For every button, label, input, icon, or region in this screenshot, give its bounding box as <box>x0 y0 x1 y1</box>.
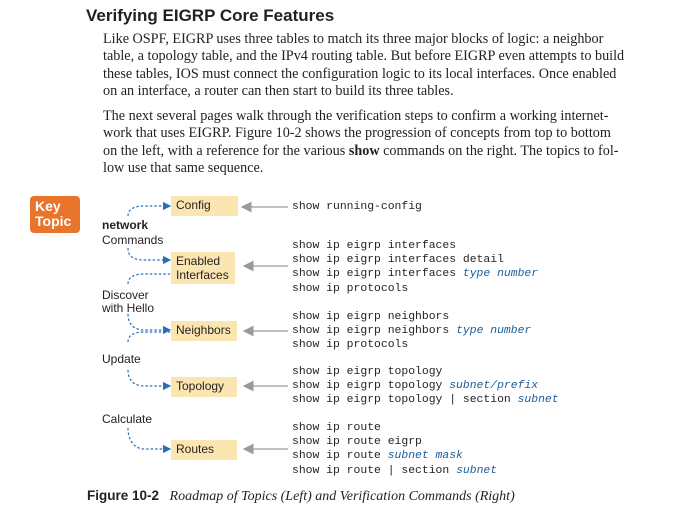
command-line: show ip eigrp interfaces type number <box>292 268 539 281</box>
key-topic-line: Key <box>35 198 61 214</box>
command-argument: subnet mask <box>387 450 463 463</box>
command-line: show ip eigrp topology | section subnet <box>292 394 559 407</box>
label-update: Update <box>102 352 141 366</box>
paragraph-1-line: table, a topology table, and the IPv4 ro… <box>103 48 625 65</box>
commands-topology: show ip eigrp topology show ip eigrp topo… <box>292 365 559 408</box>
command-line: show ip eigrp neighbors type number <box>292 325 532 338</box>
figure-caption-text: Roadmap of Topics (Left) and Verificatio… <box>169 489 515 504</box>
paragraph-2-line: low use that same sequence. <box>103 160 264 177</box>
command-argument: subnet/prefix <box>449 380 539 393</box>
label-network: network <box>102 218 149 232</box>
dashed-arrow-config <box>127 201 172 217</box>
key-topic-line: Topic <box>35 213 72 229</box>
paragraph-2-text: commands on the right. The topics to fol… <box>379 142 619 159</box>
command-line: show ip eigrp neighbors <box>292 311 450 323</box>
command-argument: subnet <box>517 394 559 407</box>
paragraph-2-line: The next several pages walk through the … <box>103 108 609 124</box>
commands-interfaces: show ip eigrp interfaces show ip eigrp in… <box>292 239 538 296</box>
section-heading: Verifying EIGRP Core Features <box>86 6 335 25</box>
command-argument: type number <box>456 325 532 338</box>
dashed-arrow-enabled <box>127 247 172 265</box>
box-topology: Topology <box>171 377 237 397</box>
dashed-line-interfaces <box>127 273 170 285</box>
command-line: show ip route eigrp <box>292 436 422 449</box>
paragraph-1-line: on an interface, a router can then start… <box>103 83 454 100</box>
show-keyword: show <box>348 142 380 159</box>
paragraph-2: The next several pages walk through the … <box>103 108 655 178</box>
command-line: show ip protocols <box>292 339 409 352</box>
paragraph-2-line: on the left, with a reference for the va… <box>103 143 655 160</box>
paragraph-2-text: on the left, with a reference for the va… <box>103 142 349 159</box>
paragraph-1: Like OSPF, EIGRP uses three tables to ma… <box>103 31 655 101</box>
commands-config: show running-config <box>292 200 422 214</box>
command-line: show running-config <box>292 201 422 213</box>
box-neighbors: Neighbors <box>171 321 237 341</box>
label-discover: Discover <box>102 288 149 302</box>
label-calculate: Calculate <box>102 412 153 426</box>
command-argument: subnet <box>456 464 498 477</box>
paragraph-1-line: Like OSPF, EIGRP uses three tables to ma… <box>103 31 604 47</box>
figure-caption: Figure 10-2 Roadmap of Topics (Left) and… <box>87 488 515 505</box>
command-line: show ip eigrp topology subnet/prefix <box>292 380 539 393</box>
paragraph-2-line: work that uses EIGRP. Figure 10-2 shows … <box>103 125 611 142</box>
figure-caption-label: Figure 10-2 <box>87 488 160 503</box>
key-topic-badge: Key Topic <box>30 196 80 233</box>
dashed-arrow-neighbors <box>127 313 172 335</box>
command-line: show ip route subnet mask <box>292 450 463 463</box>
command-line: show ip protocols <box>292 282 409 295</box>
box-routes: Routes <box>171 440 237 460</box>
command-line: show ip route <box>292 422 381 434</box>
command-line: show ip eigrp interfaces <box>292 240 457 252</box>
label-with-hello: with Hello <box>102 301 155 315</box>
label-commands: Commands <box>102 233 164 247</box>
command-line: show ip eigrp topology <box>292 366 443 378</box>
dashed-arrow-topology <box>127 369 172 391</box>
command-line: show ip route | section subnet <box>292 464 498 477</box>
box-enabled-interfaces: Enabled Interfaces <box>171 252 235 284</box>
box-config: Config <box>171 196 238 216</box>
dashed-line-neighbors <box>127 331 170 343</box>
dashed-arrow-routes <box>127 427 172 454</box>
commands-neighbors: show ip eigrp neighbors show ip eigrp nei… <box>292 310 531 353</box>
command-line: show ip eigrp interfaces detail <box>292 254 504 267</box>
paragraph-1-line: these tables, IOS must connect the confi… <box>103 65 617 82</box>
box-interfaces-line: Interfaces <box>176 268 229 282</box>
command-argument: type number <box>462 268 539 281</box>
box-enabled-line: Enabled <box>176 254 221 268</box>
